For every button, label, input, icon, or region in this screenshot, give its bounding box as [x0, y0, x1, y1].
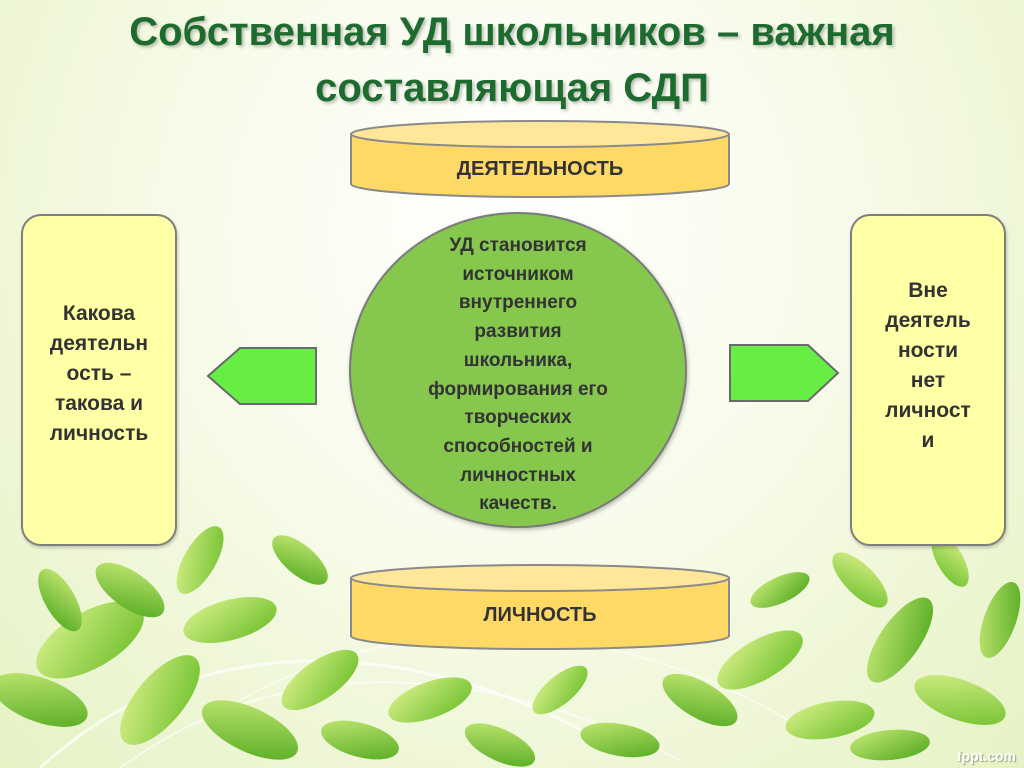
- right-statement-box: Вне деятель ности нет личност и: [850, 214, 1006, 546]
- left-statement-box: Какова деятельн ость – такова и личность: [21, 214, 177, 546]
- arrow-right-icon: [729, 344, 840, 402]
- activity-cylinder: ДЕЯТЕЛЬНОСТЬ: [349, 118, 731, 198]
- center-circle-text: УД становится источником внутреннего раз…: [428, 235, 608, 515]
- cylinder-shape: [350, 120, 730, 198]
- left-statement-text: Какова деятельн ость – такова и личность: [49, 302, 149, 445]
- title-line-1: Собственная УД школьников – важная: [129, 10, 895, 54]
- watermark: fppt.com: [956, 748, 1016, 764]
- right-statement-text: Вне деятель ности нет личност и: [885, 279, 971, 452]
- slide-title: Собственная УД школьников – важная соста…: [40, 4, 984, 116]
- center-circle: [349, 212, 687, 528]
- personality-label: ЛИЧНОСТЬ: [483, 604, 597, 626]
- arrow-left-icon: [206, 347, 317, 405]
- activity-label: ДЕЯТЕЛЬНОСТЬ: [456, 158, 624, 180]
- title-line-2: составляющая СДП: [315, 66, 709, 110]
- cylinder-shape: [350, 564, 730, 650]
- personality-cylinder: ЛИЧНОСТЬ: [349, 562, 731, 650]
